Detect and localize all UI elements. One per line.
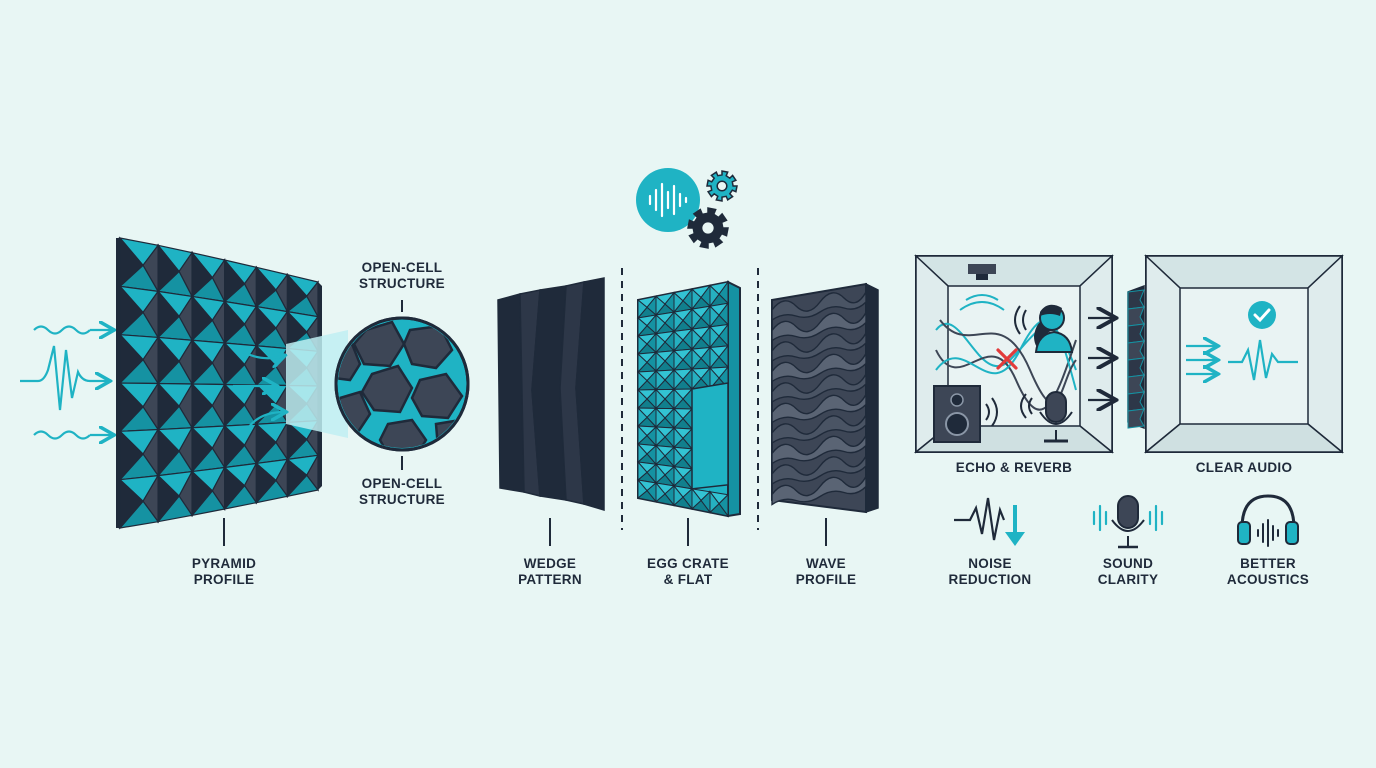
open-cell-label-top: OPEN-CELL STRUCTURE xyxy=(359,260,445,291)
pyramid-foam-panel xyxy=(116,236,322,530)
gear-icon xyxy=(706,170,738,202)
wedge-foam-panel xyxy=(497,277,605,546)
ceiling-speaker-icon xyxy=(968,264,996,280)
clear-audio-room xyxy=(1143,254,1345,454)
noise-reduction-label: NOISE REDUCTION xyxy=(948,556,1032,587)
microphone-waves-icon xyxy=(1092,495,1164,549)
better-acoustics-label: BETTER ACOUSTICS xyxy=(1226,556,1310,587)
microphone-icon xyxy=(1020,391,1073,443)
pyramid-profile-label: PYRAMID PROFILE xyxy=(191,556,257,587)
person-icon xyxy=(1034,304,1074,353)
waveform-down-arrow-icon xyxy=(954,497,1025,546)
magnifier-beam xyxy=(286,330,348,438)
headphones-icon xyxy=(1237,494,1299,547)
clear-audio-label: CLEAR AUDIO xyxy=(1195,460,1293,475)
section-dividers xyxy=(621,268,759,530)
echo-room xyxy=(913,254,1115,454)
check-circle-icon xyxy=(1248,301,1276,329)
loudspeaker-icon xyxy=(933,385,998,443)
treatment-foam-panel xyxy=(1127,284,1145,430)
x-mark-icon xyxy=(996,348,1018,370)
transition-arrows xyxy=(1088,318,1114,400)
wedge-pattern-label: WEDGE PATTERN xyxy=(518,556,582,587)
sound-clarity-label: SOUND CLARITY xyxy=(1097,556,1159,587)
egg-crate-label: EGG CRATE & FLAT xyxy=(647,556,729,587)
gear-icon xyxy=(687,207,729,249)
echo-reverb-label: ECHO & REVERB xyxy=(955,460,1073,475)
airflow-arrows xyxy=(233,352,284,429)
open-cell-label-bottom: OPEN-CELL STRUCTURE xyxy=(359,476,445,507)
open-cell-magnifier xyxy=(334,300,470,470)
waveform-gears-icon xyxy=(636,168,738,249)
sound-wave-icon xyxy=(20,327,112,439)
egg-crate-foam-panel xyxy=(636,280,741,518)
wave-foam-panel xyxy=(771,282,879,514)
wave-profile-label: WAVE PROFILE xyxy=(795,556,857,587)
